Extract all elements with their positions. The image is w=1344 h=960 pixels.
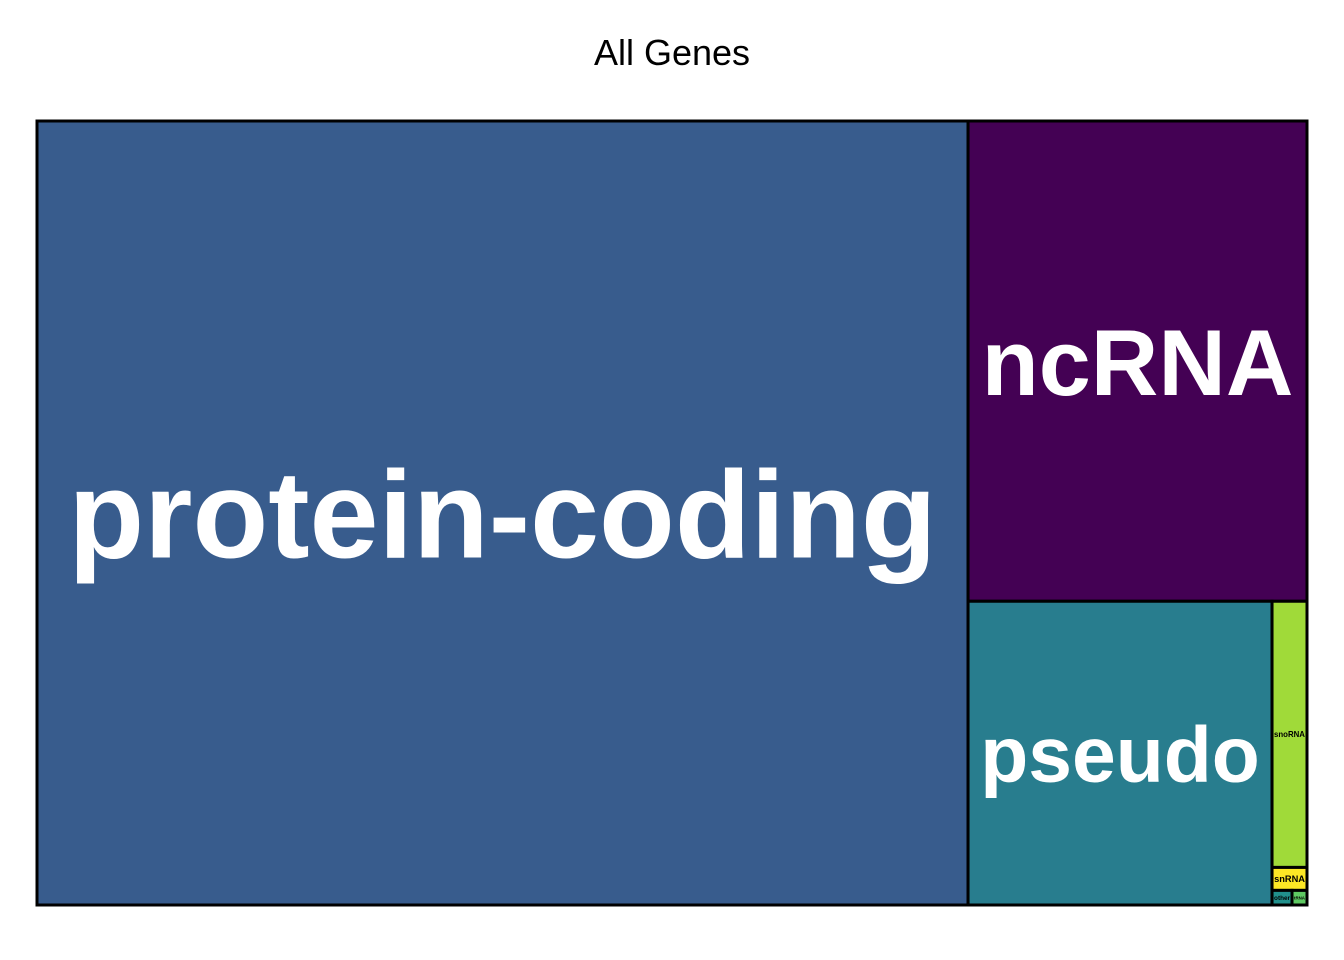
tile-pseudo xyxy=(966,599,1274,907)
tile-protein-coding xyxy=(35,119,970,907)
tile-label-pseudo: pseudo xyxy=(980,710,1260,798)
chart-title: All Genes xyxy=(593,32,751,73)
tile-label-snrna: snRNA xyxy=(1274,874,1305,884)
tile-label-trna: tRNA xyxy=(1294,895,1306,900)
tile-label-other: other xyxy=(1274,895,1290,902)
treemap-frame xyxy=(35,119,1309,907)
tile-label-protein-coding: protein-coding xyxy=(68,447,936,585)
tile-label-ncrna: ncRNA xyxy=(982,310,1294,415)
tile-label-snorna: snoRNA xyxy=(1274,730,1305,739)
